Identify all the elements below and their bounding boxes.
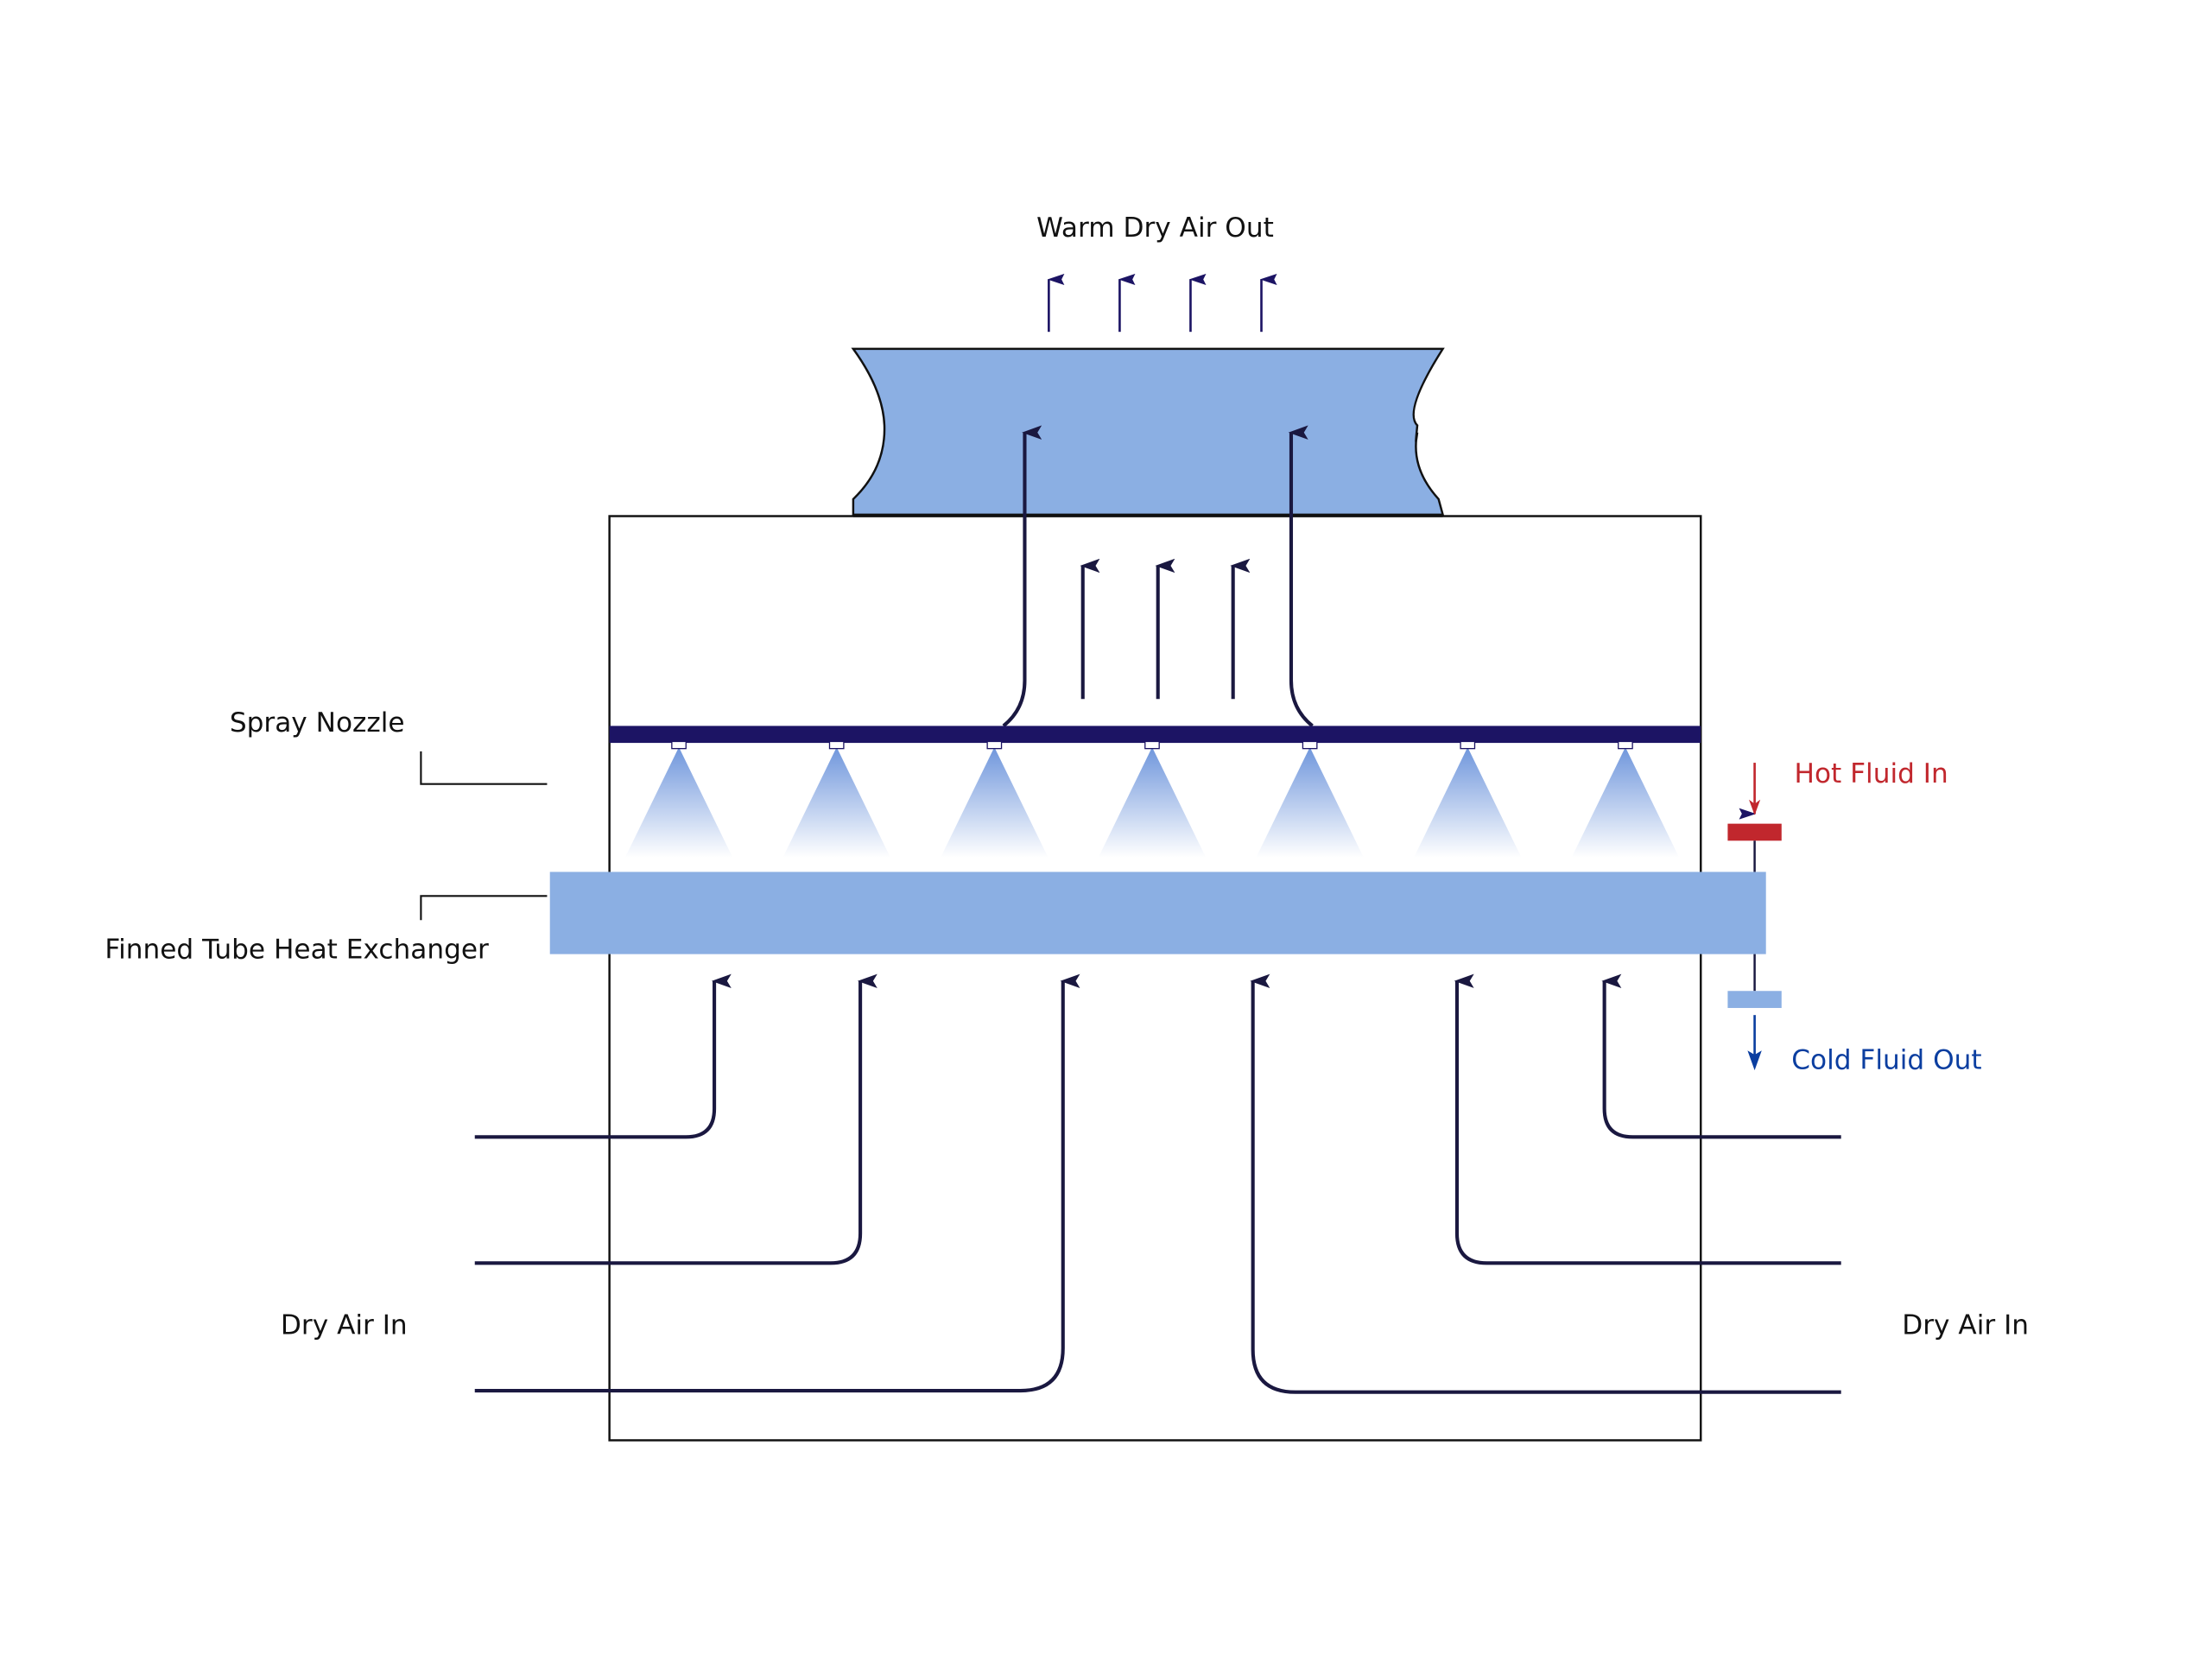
spray-nozzle: [1144, 740, 1160, 750]
spray-nozzle: [828, 740, 845, 750]
finned-tube-heat-exchanger: [549, 872, 1766, 954]
spray-cone: [1413, 747, 1522, 859]
spray-nozzle-label: Spray Nozzle: [230, 707, 405, 739]
hot-fluid-in-label: Hot Fluid In: [1795, 758, 1948, 789]
spray-nozzles: [624, 740, 1680, 859]
fan-stack: [851, 347, 1445, 517]
spray-cone: [1571, 747, 1680, 859]
dry-air-inlet-arrows: [474, 973, 1841, 1394]
tower-casing: [608, 515, 1702, 1442]
spray-nozzle-leader: [420, 751, 548, 785]
heat-exchanger-leader: [420, 895, 548, 921]
spray-nozzle: [1618, 740, 1633, 750]
hot-fluid-inlet: [1727, 823, 1782, 841]
spray-cone: [940, 747, 1048, 859]
dry-air-in-left-label: Dry Air In: [281, 1309, 408, 1341]
spray-cone: [624, 747, 733, 859]
spray-nozzle: [1460, 740, 1476, 750]
fluid-connections: [1727, 763, 1782, 1071]
heat-exchanger-label: Finned Tube Heat Exchanger: [105, 935, 489, 966]
spray-header-bar: [609, 726, 1701, 744]
cold-fluid-outlet: [1727, 991, 1782, 1008]
spray-cone: [1098, 747, 1207, 859]
spray-nozzle: [671, 740, 687, 750]
spray-nozzle: [1302, 740, 1318, 750]
spray-cone: [782, 747, 891, 859]
exhaust-arrows: [1047, 273, 1277, 333]
cold-fluid-out-label: Cold Fluid Out: [1791, 1045, 1981, 1076]
spray-nozzle: [986, 740, 1003, 750]
warm-air-out-label: Warm Dry Air Out: [1036, 212, 1274, 244]
spray-cone: [1256, 747, 1364, 859]
dry-air-in-right-label: Dry Air In: [1902, 1309, 2029, 1341]
internal-air-arrows: [1002, 425, 1314, 727]
